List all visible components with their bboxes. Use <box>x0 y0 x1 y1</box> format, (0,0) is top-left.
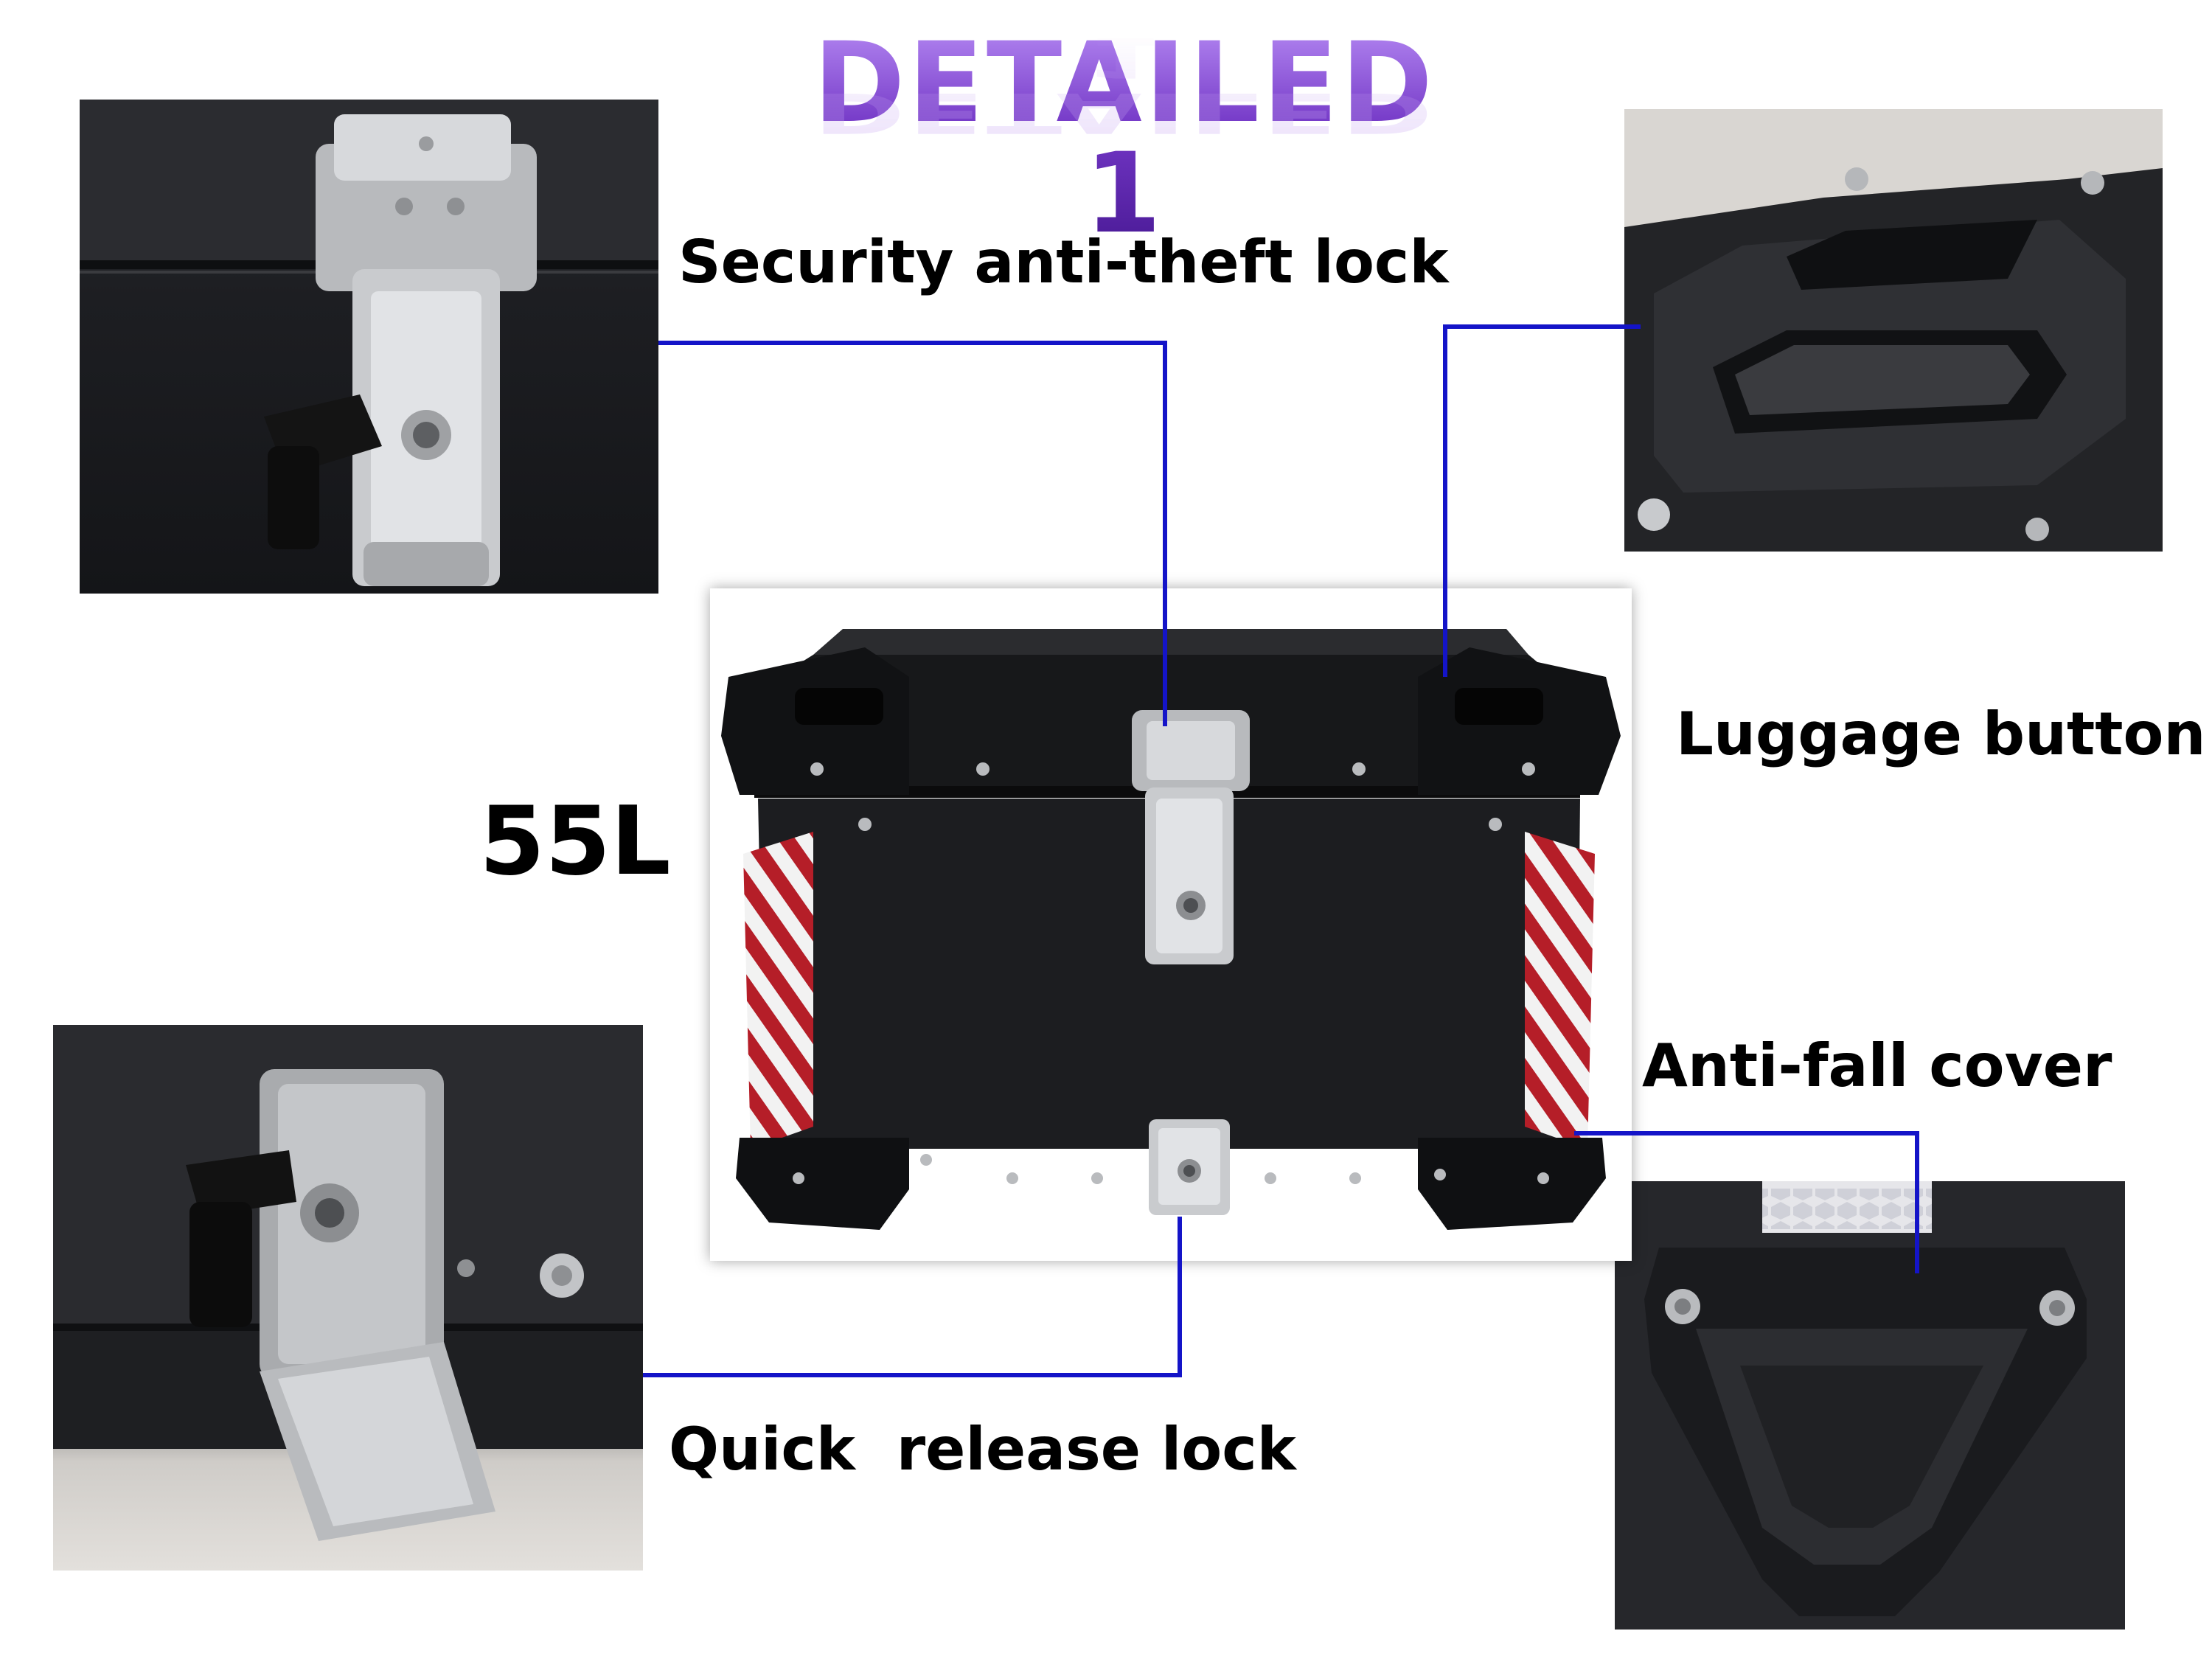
connector-quick-release-lock <box>643 1217 1182 1377</box>
connector-anti-fall-cover <box>1574 1131 1919 1273</box>
anti-fall-cover-label: Anti-fall cover <box>1642 1032 2112 1100</box>
connector-luggage-button <box>1443 324 1641 677</box>
page-title: DETAILED 1 <box>800 28 1449 249</box>
security-lock-photo <box>80 100 658 594</box>
security-lock-label: Security anti-theft lock <box>678 228 1449 296</box>
connector-security-lock <box>658 341 1167 726</box>
security-lock-illustration <box>80 100 658 586</box>
luggage-button-label: Luggage button <box>1676 700 2206 768</box>
quick-release-lock-photo <box>53 1025 643 1571</box>
luggage-button-photo <box>1624 109 2163 552</box>
quick-release-lock-label: Quick release lock <box>669 1415 1296 1484</box>
capacity-label: 55L <box>479 787 671 897</box>
quick-release-lock-illustration <box>53 1025 643 1541</box>
anti-fall-cover-photo <box>1615 1181 2125 1630</box>
top-case-illustration <box>721 629 1621 1230</box>
luggage-button-illustration <box>1624 167 2163 552</box>
anti-fall-cover-illustration <box>1615 1181 2125 1630</box>
main-case-photo <box>710 588 1632 1261</box>
